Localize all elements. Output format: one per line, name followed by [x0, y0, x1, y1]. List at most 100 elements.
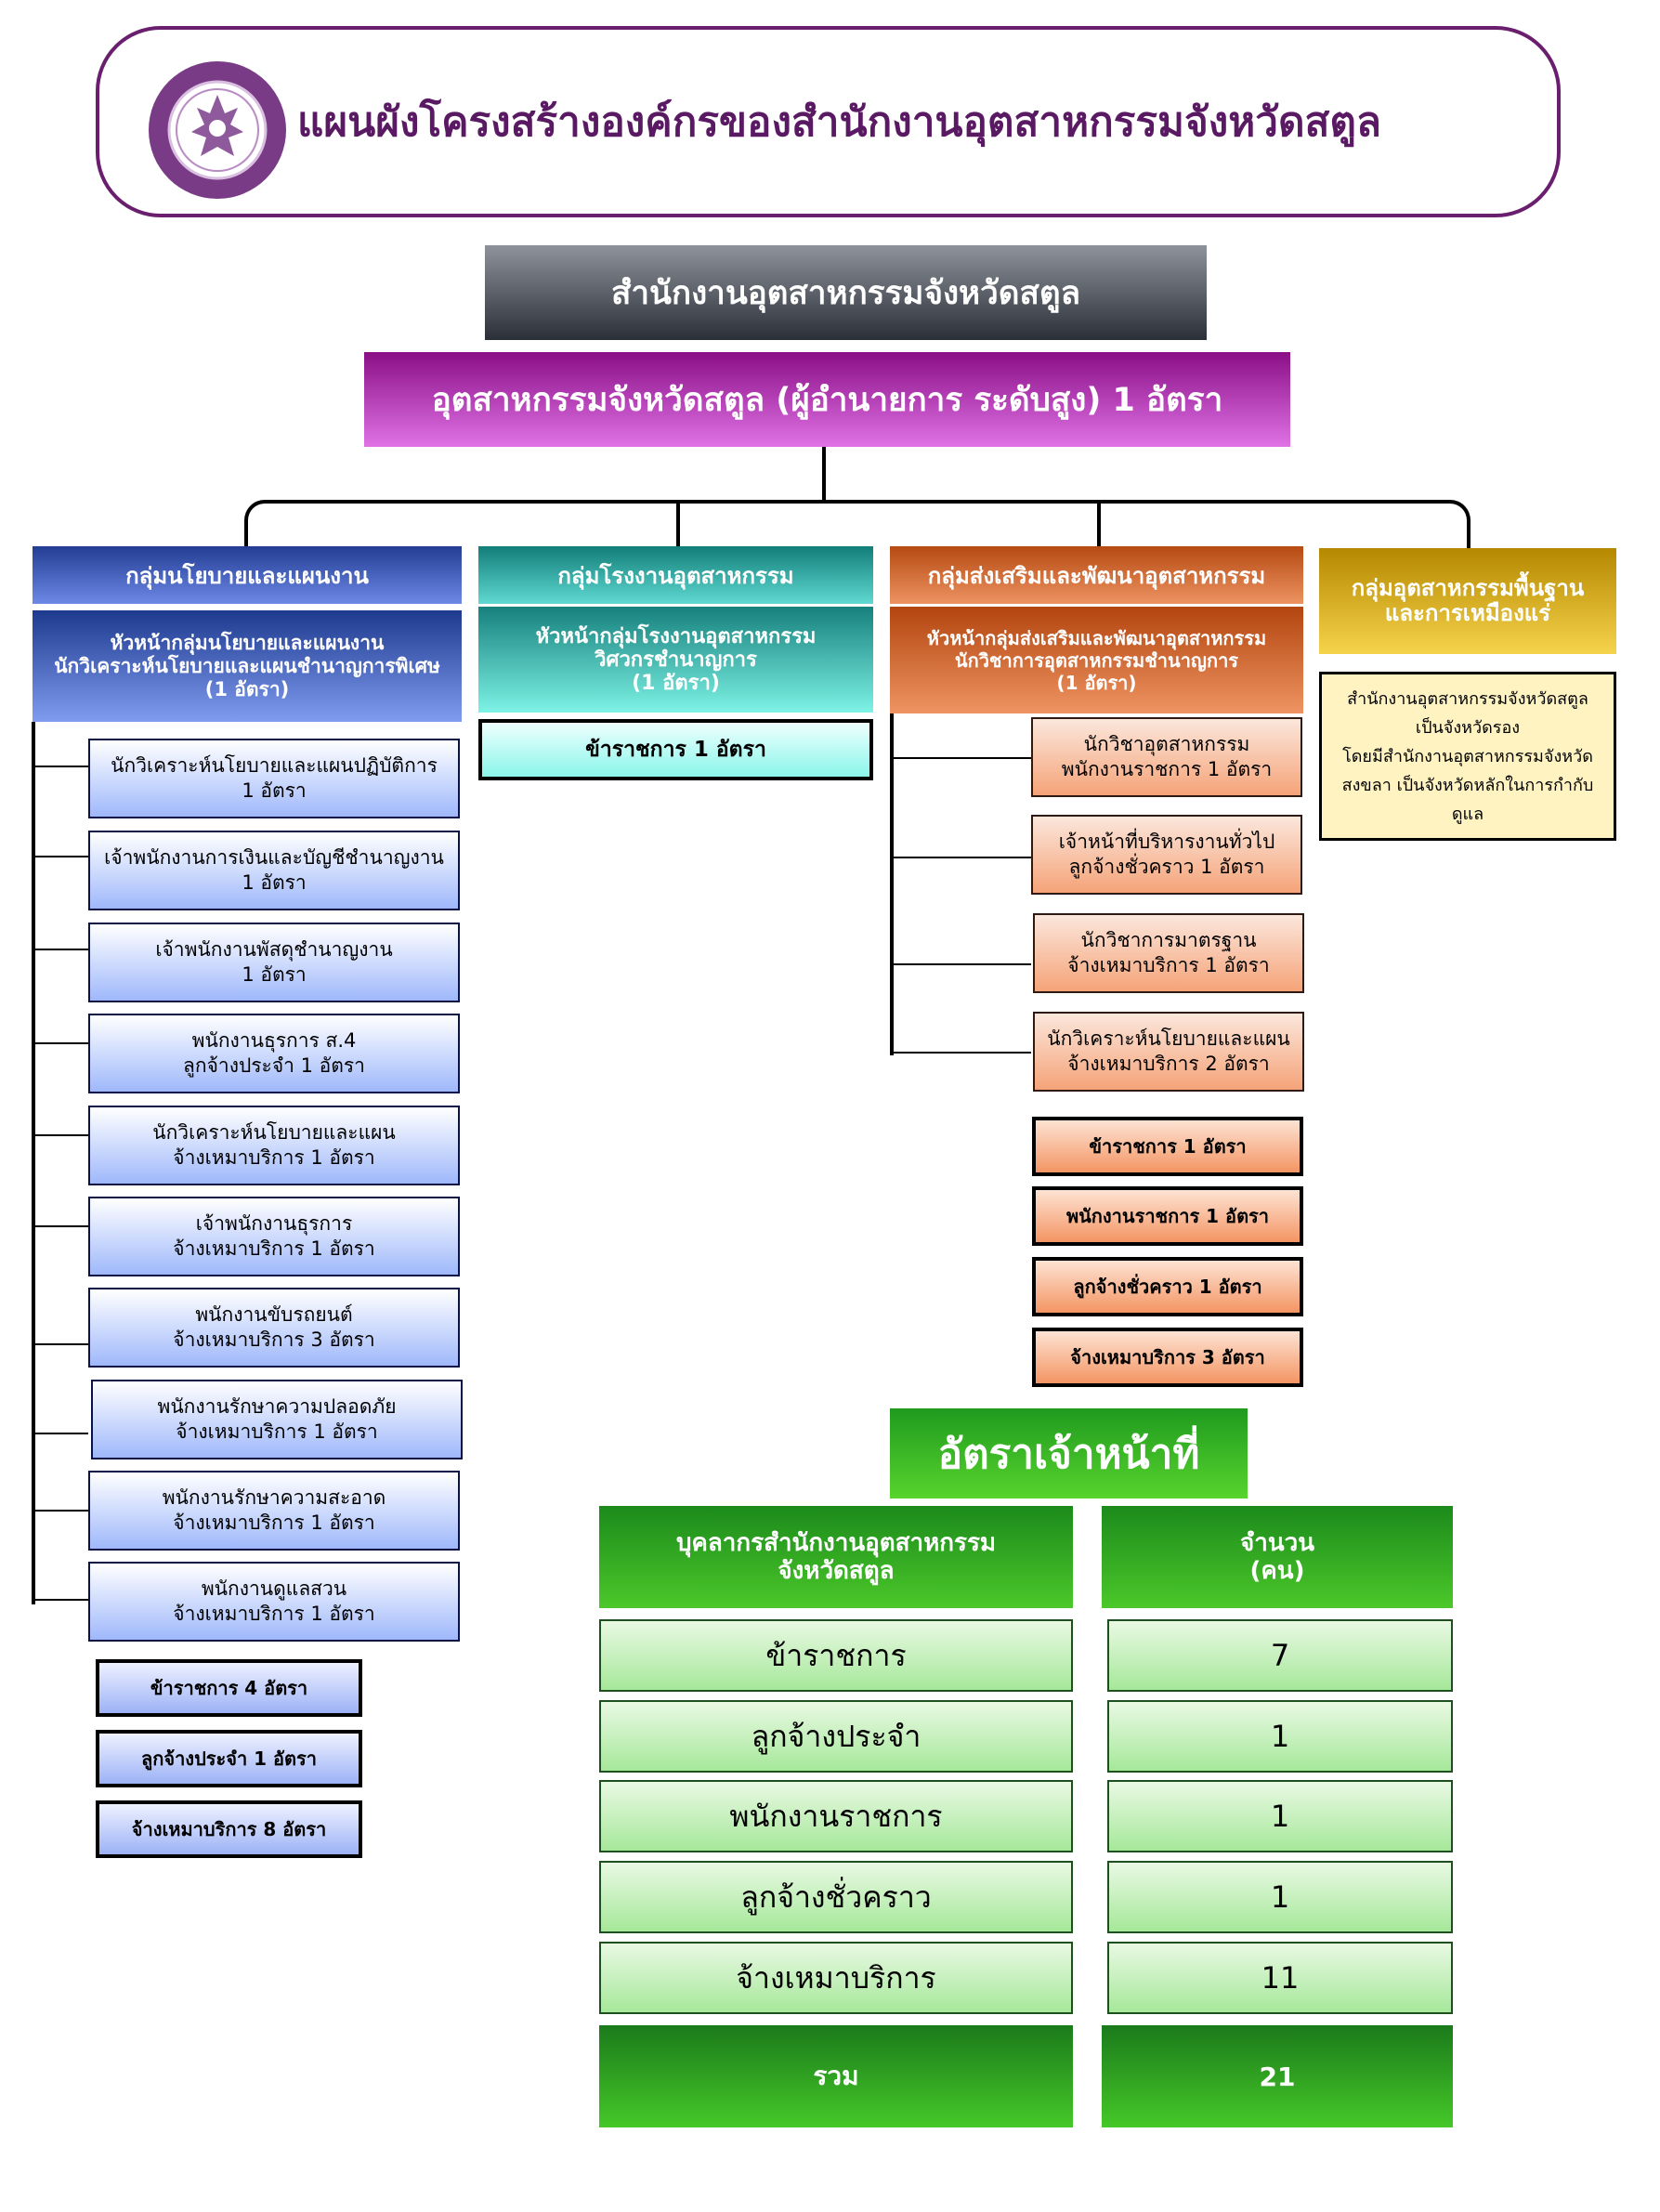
- staff-table-cell-count: 11: [1107, 1942, 1453, 2014]
- position-count: 1 อัตรา: [242, 779, 307, 802]
- position-count: จ้างเหมาบริการ 1 อัตรา: [173, 1512, 375, 1534]
- connector-bus: [244, 500, 1470, 550]
- header-line: จังหวัดสตูล: [778, 1557, 895, 1585]
- promotion-position-box: นักวิเคราะห์นโยบายและแผน จ้างเหมาบริการ …: [1033, 1012, 1304, 1092]
- position-title: เจ้าพนักงานการเงินและบัญชีชำนาญงาน: [104, 846, 444, 869]
- staff-table-cell-count: 1: [1107, 1700, 1453, 1773]
- policy-tree-branch: [32, 766, 88, 767]
- promotion-summary-box: ข้าราชการ 1 อัตรา: [1032, 1117, 1303, 1176]
- position-title: พนักงานธุรการ ส.4: [191, 1029, 357, 1052]
- policy-tree-branch: [32, 1433, 88, 1434]
- header-frame: [96, 26, 1561, 217]
- staff-table-total-label: รวม: [599, 2025, 1073, 2127]
- policy-tree-branch: [32, 856, 88, 857]
- position-title: เจ้าพนักงานธุรการ: [195, 1212, 353, 1235]
- header-line: บุคลากรสำนักงานอุตสาหกรรม: [675, 1529, 997, 1557]
- position-title: พนักงานรักษาความสะอาด: [162, 1486, 386, 1509]
- mining-group-note: สำนักงานอุตสาหกรรมจังหวัดสตูล เป็นจังหวั…: [1319, 672, 1616, 841]
- position-count: 1 อัตรา: [242, 963, 307, 986]
- promotion-tree-branch: [890, 963, 1031, 965]
- staff-table-title: อัตราเจ้าหน้าที่: [890, 1408, 1248, 1499]
- lead-line: นักวิเคราะห์นโยบายและแผนชำนาญการพิเศษ: [54, 654, 440, 677]
- policy-tree-branch: [32, 949, 88, 950]
- lead-line: หัวหน้ากลุ่มนโยบายและแผนงาน: [110, 631, 385, 654]
- provincial-office-box: สำนักงานอุตสาหกรรมจังหวัดสตูล: [485, 245, 1207, 340]
- staff-table-header-personnel: บุคลากรสำนักงานอุตสาหกรรม จังหวัดสตูล: [599, 1506, 1073, 1608]
- staff-table-cell-type: ลูกจ้างประจำ: [599, 1700, 1073, 1773]
- policy-position-box: พนักงานรักษาความปลอดภัย จ้างเหมาบริการ 1…: [91, 1380, 463, 1459]
- promotion-position-box: นักวิชาอุตสาหกรรม พนักงานราชการ 1 อัตรา: [1031, 717, 1302, 797]
- connector-drop-factory: [676, 500, 680, 548]
- note-line: โดยมีสำนักงานอุตสาหกรรมจังหวัด: [1342, 746, 1593, 766]
- promotion-summary-box: จ้างเหมาบริการ 3 อัตรา: [1032, 1328, 1303, 1387]
- position-count: จ้างเหมาบริการ 1 อัตรา: [173, 1603, 375, 1625]
- position-count: จ้างเหมาบริการ 3 อัตรา: [173, 1329, 375, 1351]
- policy-tree-spine: [32, 722, 35, 1604]
- promotion-group-header: กลุ่มส่งเสริมและพัฒนาอุตสาหกรรม: [890, 546, 1303, 604]
- promotion-tree-spine: [890, 713, 894, 1055]
- note-line: สำนักงานอุตสาหกรรมจังหวัดสตูล: [1347, 688, 1588, 709]
- position-title: พนักงานรักษาความปลอดภัย: [157, 1395, 397, 1418]
- staff-table-header-count: จำนวน (คน): [1102, 1506, 1453, 1608]
- connector-trunk: [822, 447, 826, 500]
- header-line: (คน): [1249, 1557, 1305, 1585]
- position-title: พนักงานดูแลสวน: [201, 1577, 347, 1600]
- staff-table-cell-type: พนักงานราชการ: [599, 1780, 1073, 1852]
- promotion-tree-branch: [890, 1052, 1031, 1054]
- header-line: จำนวน: [1240, 1529, 1314, 1557]
- policy-tree-branch: [32, 1510, 88, 1512]
- policy-group-lead: หัวหน้ากลุ่มนโยบายและแผนงาน นักวิเคราะห์…: [33, 610, 462, 722]
- promotion-group-lead: หัวหน้ากลุ่มส่งเสริมและพัฒนาอุตสาหกรรม น…: [890, 607, 1303, 713]
- position-title: นักวิเคราะห์นโยบายและแผน: [152, 1121, 396, 1144]
- promotion-position-box: เจ้าหน้าที่บริหารงานทั่วไป ลูกจ้างชั่วคร…: [1031, 815, 1302, 895]
- staff-table-total-value: 21: [1102, 2025, 1453, 2127]
- policy-position-box: เจ้าพนักงานธุรการ จ้างเหมาบริการ 1 อัตรา: [88, 1197, 460, 1276]
- policy-tree-branch: [32, 1599, 88, 1601]
- position-count: ลูกจ้างชั่วคราว 1 อัตรา: [1068, 856, 1265, 878]
- staff-table-cell-count: 1: [1107, 1780, 1453, 1852]
- promotion-tree-branch: [890, 757, 1031, 759]
- position-title: พนักงานขับรถยนต์: [195, 1303, 353, 1326]
- staff-table-cell-type: ข้าราชการ: [599, 1619, 1073, 1692]
- ministry-of-industry-logo: [149, 61, 286, 199]
- policy-position-box: นักวิเคราะห์นโยบายและแผนปฏิบัติการ 1 อัต…: [88, 739, 460, 818]
- position-title: นักวิเคราะห์นโยบายและแผน: [1047, 1027, 1290, 1050]
- staff-table-cell-count: 1: [1107, 1861, 1453, 1933]
- policy-position-box: พนักงานธุรการ ส.4 ลูกจ้างประจำ 1 อัตรา: [88, 1014, 460, 1093]
- promotion-tree-branch: [890, 857, 1031, 858]
- staff-table-cell-type: จ้างเหมาบริการ: [599, 1942, 1073, 2014]
- position-title: เจ้าพนักงานพัสดุชำนาญงาน: [155, 938, 393, 961]
- policy-tree-branch: [32, 1343, 88, 1345]
- policy-tree-branch: [32, 1042, 88, 1044]
- lead-line: (1 อัตรา): [204, 677, 290, 700]
- policy-summary-box: ข้าราชการ 4 อัตรา: [96, 1659, 362, 1717]
- factory-summary-box: ข้าราชการ 1 อัตรา: [478, 719, 873, 780]
- lead-line: หัวหน้ากลุ่มโรงงานอุตสาหกรรม: [535, 624, 817, 648]
- policy-summary-box: จ้างเหมาบริการ 8 อัตรา: [96, 1800, 362, 1858]
- policy-position-box: เจ้าพนักงานพัสดุชำนาญงาน 1 อัตรา: [88, 923, 460, 1002]
- factory-group-lead: หัวหน้ากลุ่มโรงงานอุตสาหกรรม วิศวกรชำนาญ…: [478, 607, 873, 713]
- position-count: 1 อัตรา: [242, 871, 307, 894]
- header-line: และการเหมืองแร่: [1384, 600, 1551, 626]
- position-title: นักวิชาอุตสาหกรรม: [1083, 733, 1250, 755]
- connector-drop-promotion: [1097, 500, 1101, 548]
- promotion-summary-box: ลูกจ้างชั่วคราว 1 อัตรา: [1032, 1257, 1303, 1316]
- policy-position-box: เจ้าพนักงานการเงินและบัญชีชำนาญงาน 1 อัต…: [88, 831, 460, 910]
- note-line: ดูแล: [1451, 804, 1484, 824]
- policy-position-box: พนักงานรักษาความสะอาด จ้างเหมาบริการ 1 อ…: [88, 1471, 460, 1551]
- page-title: แผนผังโครงสร้างองค์กรของสำนักงานอุตสาหกร…: [297, 98, 1381, 146]
- promotion-position-box: นักวิชาการมาตรฐาน จ้างเหมาบริการ 1 อัตรา: [1033, 913, 1304, 993]
- header-line: กลุ่มอุตสาหกรรมพื้นฐาน: [1351, 575, 1585, 601]
- position-title: นักวิชาการมาตรฐาน: [1080, 929, 1257, 951]
- factory-group-header: กลุ่มโรงงานอุตสาหกรรม: [478, 546, 873, 604]
- lead-line: นักวิชาการอุตสาหกรรมชำนาญการ: [954, 648, 1239, 672]
- promotion-summary-box: พนักงานราชการ 1 อัตรา: [1032, 1186, 1303, 1246]
- policy-tree-branch: [32, 1134, 88, 1136]
- mining-group-header: กลุ่มอุตสาหกรรมพื้นฐาน และการเหมืองแร่: [1319, 548, 1616, 654]
- position-count: จ้างเหมาบริการ 1 อัตรา: [173, 1146, 375, 1169]
- lead-line: (1 อัตรา): [1056, 671, 1137, 694]
- director-box: อุตสาหกรรมจังหวัดสตูล (ผู้อำนายการ ระดับ…: [364, 352, 1290, 447]
- position-count: จ้างเหมาบริการ 1 อัตรา: [176, 1420, 378, 1443]
- position-count: พนักงานราชการ 1 อัตรา: [1061, 758, 1273, 780]
- staff-table-cell-count: 7: [1107, 1619, 1453, 1692]
